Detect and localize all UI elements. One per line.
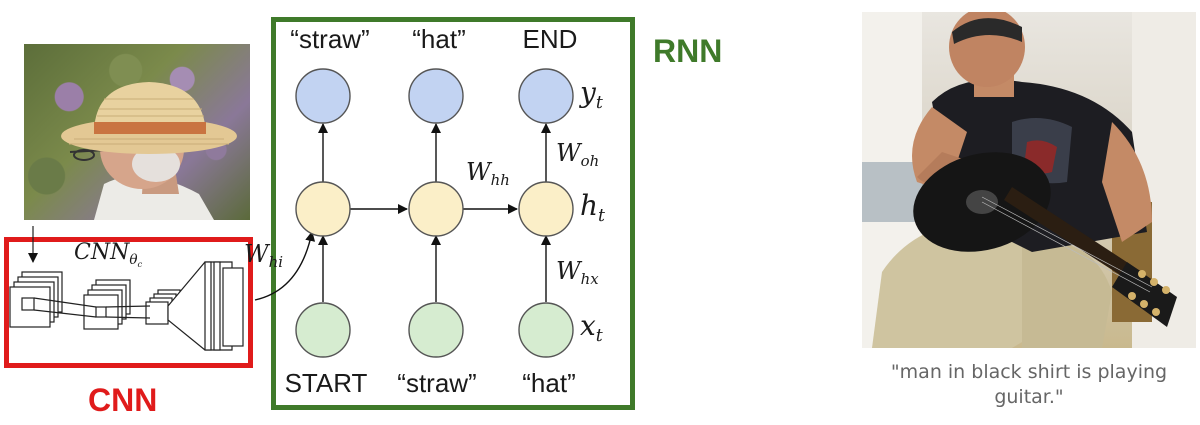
w-hh-label: Whh [466, 158, 510, 190]
x-t-label: xt [580, 309, 603, 347]
hat-man-photo [24, 44, 250, 220]
y-t-label: yt [580, 76, 603, 114]
hidden-node-1 [295, 181, 351, 237]
w-hx-label: Whx [556, 257, 599, 289]
input-word-1: START [284, 368, 368, 398]
caption-line-2: guitar." [994, 386, 1064, 408]
caption-line-1: "man in black shirt is playing [890, 361, 1168, 383]
input-node-3 [518, 302, 574, 358]
w-hi-arrow [254, 231, 316, 301]
input-node-1 [295, 302, 351, 358]
w-oh-label: Woh [556, 139, 600, 171]
input-node-2 [408, 302, 464, 358]
input-word-2: “straw” [397, 368, 477, 398]
cnn-theta-label: CNNθc [74, 240, 143, 269]
output-word-2: “hat” [412, 24, 466, 54]
rnn-diagram [9, 68, 574, 358]
guitar-man-photo [862, 12, 1196, 348]
cnn-box [4, 237, 253, 368]
cnn-label: CNN [88, 382, 158, 418]
w-hi-label: Whi [244, 240, 284, 272]
guitar-man-illustration [862, 12, 1196, 348]
hidden-node-2 [408, 181, 464, 237]
rnn-box [271, 17, 635, 410]
output-node-1 [295, 68, 351, 124]
output-word-3: END [522, 24, 578, 54]
hat-man-illustration [61, 82, 237, 220]
output-word-1: “straw” [290, 24, 370, 54]
rnn-label: RNN [653, 33, 723, 69]
input-word-3: “hat” [522, 368, 576, 398]
h-t-label: ht [580, 189, 606, 227]
cnn-layers-sketch [9, 226, 244, 351]
output-node-2 [408, 68, 464, 124]
image-caption: "man in black shirt is playing guitar." [864, 360, 1194, 410]
output-node-3 [518, 68, 574, 124]
hidden-node-3 [518, 181, 574, 237]
